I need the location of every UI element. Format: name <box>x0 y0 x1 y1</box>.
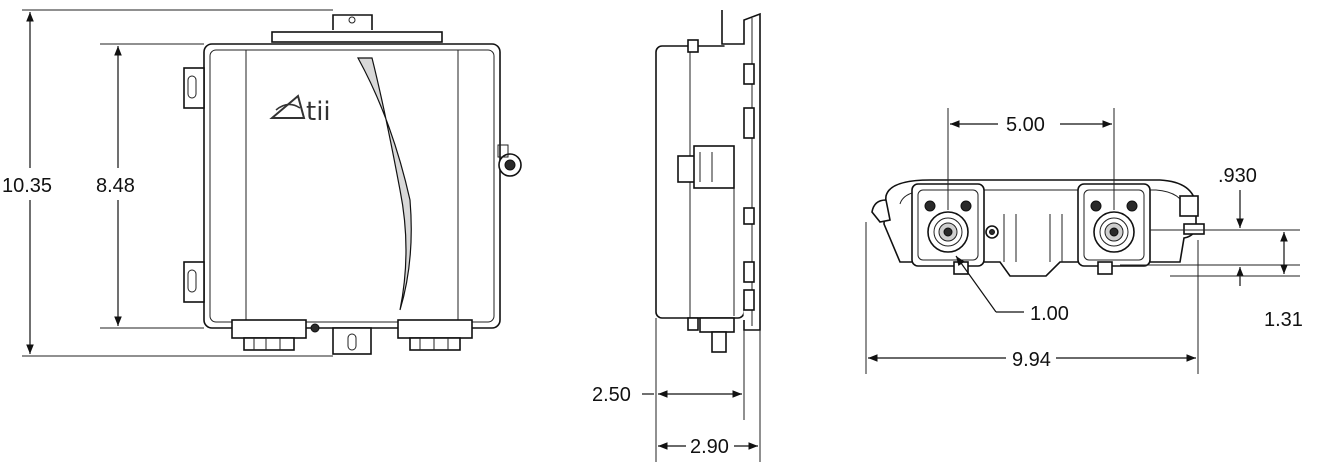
dim-body-depth: 2.50 <box>592 384 631 406</box>
dim-overall-height: 10.35 <box>2 175 52 197</box>
dim-port-diameter: 1.00 <box>1030 303 1069 325</box>
dim-overall-width: 9.94 <box>1012 349 1051 371</box>
connector-right <box>397 319 473 339</box>
side-view: 2.50 2.90 <box>592 10 761 462</box>
dim-port-height: 1.31 <box>1264 309 1303 331</box>
hinge-bottom <box>183 261 205 303</box>
logo-text: tii <box>306 97 331 127</box>
hinge-top <box>183 67 205 109</box>
enclosure-front <box>203 43 501 329</box>
dim-port-offset: .930 <box>1218 165 1257 187</box>
front-view: tii 10.35 8.48 <box>2 9 522 357</box>
tii-logo: tii <box>269 94 331 127</box>
dim-overall-depth: 2.90 <box>690 436 729 458</box>
connector-left <box>231 319 307 339</box>
dim-box-height: 8.48 <box>96 175 135 197</box>
front-stripe <box>356 57 412 311</box>
dim-port-spacing: 5.00 <box>1006 114 1045 136</box>
bottom-view: 5.00 .930 1.31 1.00 9.94 <box>865 108 1303 374</box>
